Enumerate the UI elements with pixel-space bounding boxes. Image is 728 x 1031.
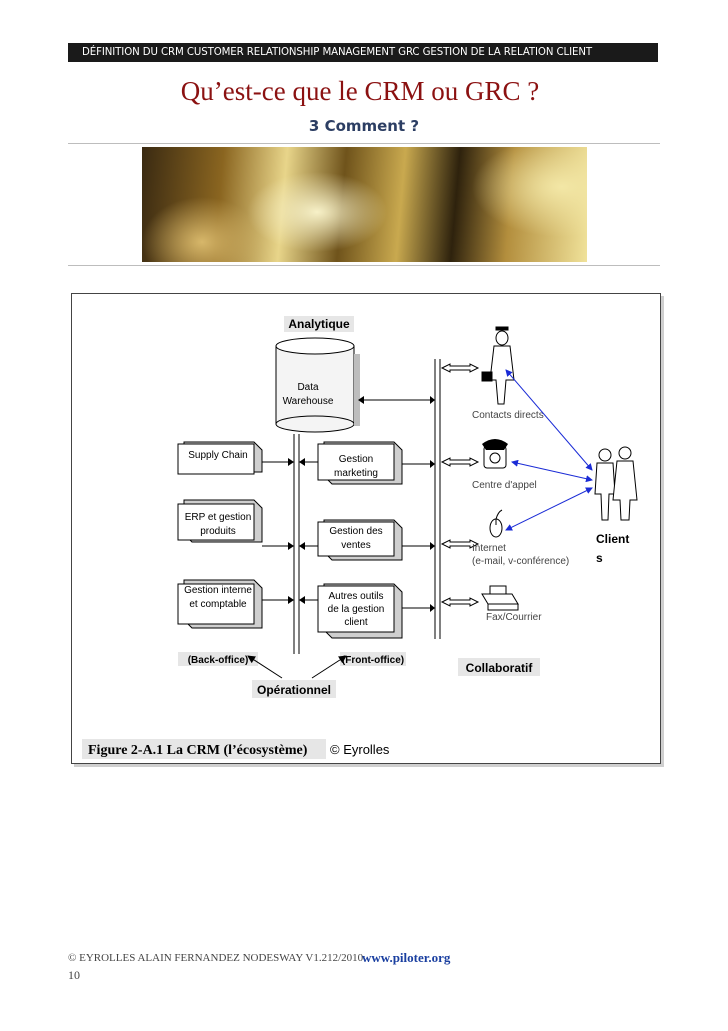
mouse-icon [489, 509, 503, 538]
back-office-label: (Back-office) [188, 655, 249, 666]
clients-label-2: s [596, 551, 603, 565]
telephone-icon [482, 439, 508, 469]
analytique-label: Analytique [288, 317, 350, 331]
section-header-bar: DÉFINITION DU CRM CUSTOMER RELATIONSHIP … [68, 43, 658, 62]
back-office-box-gestion-interne: Gestion interne et comptable [177, 579, 263, 629]
clients-people-icon [594, 446, 638, 521]
data-warehouse-label-2: Warehouse [283, 396, 334, 407]
supply-chain-label: Supply Chain [188, 450, 247, 461]
erp-label-1: ERP et gestion [185, 512, 252, 523]
front-office-box-ventes: Gestion des ventes [317, 519, 403, 561]
footer-credit: © EYROLLES ALAIN FERNANDEZ NODESWAY V1.2… [68, 952, 364, 964]
clients-label-1: Client [596, 532, 629, 546]
gears-banner-image [142, 147, 587, 262]
erp-label-2: produits [200, 526, 236, 537]
front-office-label: (Front-office) [342, 655, 404, 666]
crm-ecosystem-figure: Analytique Data Warehouse Supply Chain E… [71, 293, 661, 764]
marketing-label-1: Gestion [339, 454, 373, 465]
gestion-interne-label-1: Gestion interne [184, 585, 252, 596]
person-briefcase-icon [481, 326, 515, 405]
internet-label-1: Internet [472, 543, 506, 554]
fax-icon [481, 585, 519, 611]
ventes-label-2: ventes [341, 540, 370, 551]
collaboratif-label: Collaboratif [466, 661, 534, 675]
gestion-interne-label-2: et comptable [189, 599, 247, 610]
footer-website-link[interactable]: www.piloter.org [362, 950, 451, 965]
figure-caption: Figure 2-A.1 La CRM (l’écosystème) [88, 743, 308, 758]
operationnel-label: Opérationnel [257, 683, 331, 697]
autres-outils-label-2: de la gestion [328, 604, 385, 615]
fax-courrier-label: Fax/Courrier [486, 612, 542, 623]
client-channel-arrows [505, 369, 593, 531]
front-office-box-marketing: Gestion marketing [317, 441, 403, 485]
autres-outils-label-3: client [344, 617, 368, 628]
connector-arrows [262, 461, 430, 609]
section-header-text: DÉFINITION DU CRM CUSTOMER RELATIONSHIP … [82, 47, 592, 58]
autres-outils-label-1: Autres outils [328, 591, 383, 602]
data-warehouse-label-1: Data [297, 382, 319, 393]
internet-label-2: (e-mail, v-conférence) [472, 556, 569, 567]
page-title: Qu’est-ce que le CRM ou GRC ? [180, 76, 540, 106]
data-warehouse-cylinder: Data Warehouse [275, 337, 360, 433]
crm-diagram: Analytique Data Warehouse Supply Chain E… [82, 316, 638, 759]
page-subtitle: 3 Comment ? [308, 117, 420, 135]
figure-copyright: © Eyrolles [330, 742, 390, 757]
back-office-box-erp: ERP et gestion produits [177, 499, 263, 543]
contacts-directs-label: Contacts directs [472, 410, 544, 421]
arrowheads [288, 458, 435, 612]
back-office-box-supply-chain: Supply Chain [177, 441, 263, 475]
banner-frame [68, 143, 660, 266]
centre-appel-label: Centre d'appel [472, 480, 537, 491]
channel-arrows [440, 363, 480, 607]
ventes-label-1: Gestion des [329, 526, 382, 537]
page-number: 10 [68, 968, 80, 982]
front-office-box-autres-outils: Autres outils de la gestion client [317, 583, 403, 639]
marketing-label-2: marketing [334, 468, 378, 479]
analytique-label-bg [284, 316, 354, 332]
